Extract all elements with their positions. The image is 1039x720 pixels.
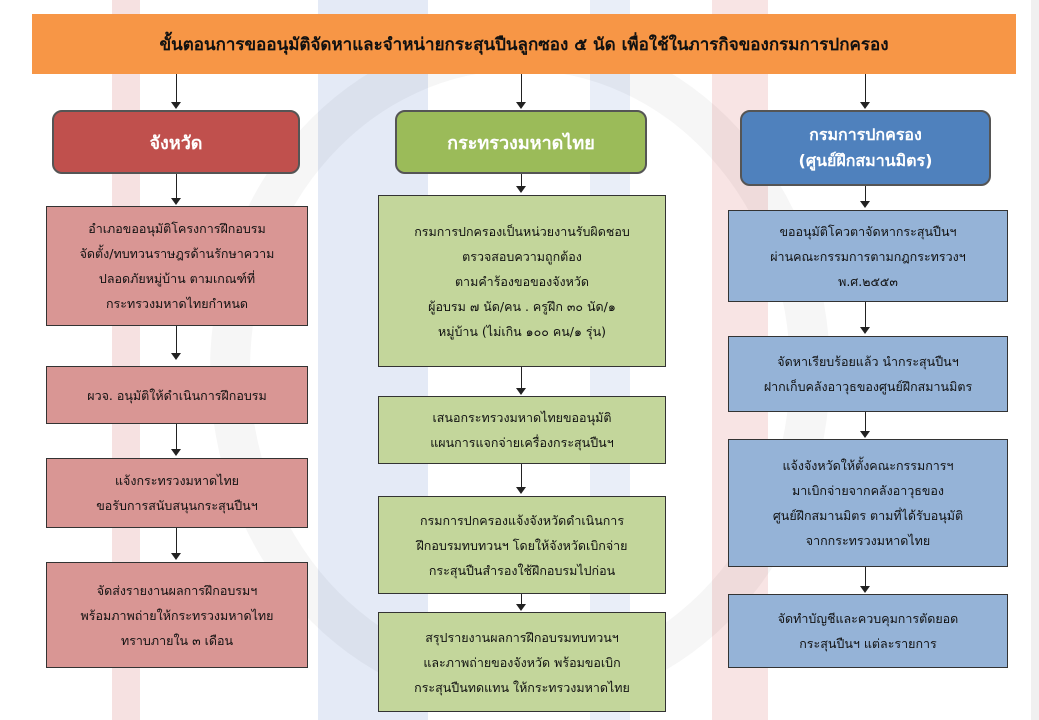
arrow-down-icon bbox=[860, 431, 870, 438]
province-step-3: แจ้งกระทรวงมหาดไทย ขอรับการสนับสนุนกระสุ… bbox=[46, 458, 308, 528]
connector bbox=[865, 74, 866, 104]
header-ministry: กระทรวงมหาดไทย bbox=[395, 110, 647, 174]
step-text: ฝากเก็บคลังอาวุธของศูนย์ฝึกสมานมิตร bbox=[763, 379, 973, 394]
step-text: เสนอกระทรวงมหาดไทยขออนุมัติ bbox=[432, 410, 612, 425]
connector bbox=[521, 174, 522, 188]
header-dopa-label-1: กรมการปกครอง bbox=[809, 125, 922, 144]
header-province-label: จังหวัด bbox=[149, 132, 203, 154]
connector bbox=[521, 367, 522, 389]
step-text: แจ้งจังหวัดให้ตั้งคณะกรรมการฯ bbox=[782, 458, 954, 473]
connector bbox=[176, 528, 177, 554]
header-dopa: กรมการปกครอง (ศูนย์ฝึกสมานมิตร) bbox=[740, 110, 991, 186]
step-text: กรมการปกครองแจ้งจังหวัดดำเนินการ bbox=[419, 512, 625, 528]
ministry-step-2: เสนอกระทรวงมหาดไทยขออนุมัติ แผนการแจกจ่า… bbox=[378, 396, 666, 464]
connector bbox=[865, 567, 866, 587]
right-edge bbox=[1031, 0, 1039, 720]
step-text: พ.ศ.๒๕๕๓ bbox=[838, 273, 898, 289]
connector bbox=[521, 594, 522, 606]
header-ministry-label: กระทรวงมหาดไทย bbox=[447, 132, 595, 154]
step-text: ผวจ. อนุมัติให้ดำเนินการฝึกอบรม bbox=[87, 387, 267, 403]
ministry-step-4: สรุปรายงานผลการฝึกอบรมทบทวนฯ และภาพถ่ายข… bbox=[378, 612, 666, 712]
step-text: ขออนุมัติโควตาจัดหากระสุนปืนฯ bbox=[779, 223, 957, 239]
step-text: และภาพถ่ายของจังหวัด พร้อมขอเบิก bbox=[423, 654, 621, 670]
connector bbox=[521, 464, 522, 488]
connector bbox=[865, 186, 866, 202]
arrow-down-icon bbox=[516, 102, 526, 109]
step-text: กระสุนปืนฯ แต่ละรายการ bbox=[799, 636, 937, 651]
step-text: อำเภอขออนุมัติโครงการฝึกอบรม bbox=[88, 221, 266, 236]
arrow-down-icon bbox=[860, 201, 870, 208]
header-dopa-label-2: (ศูนย์ฝึกสมานมิตร) bbox=[798, 151, 933, 170]
page-title: ขั้นตอนการขออนุมัติจัดหาและจำหน่ายกระสุน… bbox=[32, 14, 1016, 74]
header-province: จังหวัด bbox=[52, 110, 300, 174]
arrow-down-icon bbox=[860, 586, 870, 593]
connector bbox=[176, 174, 177, 198]
step-text: แผนการแจกจ่ายเครื่องกระสุนปืนฯ bbox=[430, 435, 614, 450]
step-text: จัดส่งรายงานผลการฝึกอบรมฯ bbox=[96, 582, 258, 598]
step-text: แจ้งกระทรวงมหาดไทย bbox=[114, 473, 240, 488]
province-step-2: ผวจ. อนุมัติให้ดำเนินการฝึกอบรม bbox=[46, 366, 308, 424]
step-text: จากกระทรวงมหาดไทย bbox=[805, 533, 931, 548]
dopa-step-3: แจ้งจังหวัดให้ตั้งคณะกรรมการฯ มาเบิกจ่าย… bbox=[728, 439, 1008, 567]
step-text: กรมการปกครองเป็นหน่วยงานรับผิดชอบ bbox=[414, 223, 630, 239]
dopa-step-4: จัดทำบัญชีและควบคุมการตัดยอด กระสุนปืนฯ … bbox=[728, 594, 1008, 668]
connector bbox=[176, 424, 177, 450]
ministry-step-3: กรมการปกครองแจ้งจังหวัดดำเนินการ ฝึกอบรม… bbox=[378, 496, 666, 594]
arrow-down-icon bbox=[171, 102, 181, 109]
step-text: พร้อมภาพถ่ายให้กระทรวงมหาดไทย bbox=[80, 607, 274, 623]
arrow-down-icon bbox=[516, 388, 526, 395]
step-text: ตรวจสอบความถูกต้อง bbox=[462, 248, 582, 264]
arrow-down-icon bbox=[171, 198, 181, 205]
step-text: มาเบิกจ่ายจากคลังอาวุธของ bbox=[791, 483, 945, 498]
step-text: กระทรวงมหาดไทยกำหนด bbox=[105, 296, 249, 311]
province-step-4: จัดส่งรายงานผลการฝึกอบรมฯ พร้อมภาพถ่ายให… bbox=[46, 562, 308, 668]
connector bbox=[865, 412, 866, 432]
arrow-down-icon bbox=[516, 186, 526, 193]
arrow-down-icon bbox=[171, 553, 181, 560]
step-text: ตามคำร้องขอของจังหวัด bbox=[454, 273, 590, 289]
step-text: กระสุนปืนทดแทน ให้กระทรวงมหาดไทย bbox=[414, 679, 630, 695]
arrow-down-icon bbox=[860, 102, 870, 109]
step-text: ศูนย์ฝึกสมานมิตร ตามที่ได้รับอนุมัติ bbox=[772, 508, 964, 523]
province-step-1: อำเภอขออนุมัติโครงการฝึกอบรม จัดตั้ง/ทบท… bbox=[46, 206, 308, 326]
arrow-down-icon bbox=[516, 604, 526, 611]
dopa-step-2: จัดหาเรียบร้อยแล้ว นำกระสุนปืนฯ ฝากเก็บค… bbox=[728, 336, 1008, 412]
connector bbox=[865, 302, 866, 328]
arrow-down-icon bbox=[171, 353, 181, 360]
connector bbox=[521, 74, 522, 104]
arrow-down-icon bbox=[860, 327, 870, 334]
step-text: ฝึกอบรมทบทวนฯ โดยให้จังหวัดเบิกจ่าย bbox=[416, 537, 628, 553]
step-text: ผู้อบรม ๗ นัด/คน . ครูฝึก ๓๐ นัด/๑ bbox=[428, 298, 616, 314]
connector bbox=[176, 326, 177, 354]
step-text: ปลอดภัยหมู่บ้าน ตามเกณฑ์ที่ bbox=[98, 271, 256, 286]
arrow-down-icon bbox=[171, 449, 181, 456]
dopa-step-1: ขออนุมัติโควตาจัดหากระสุนปืนฯ ผ่านคณะกรร… bbox=[728, 210, 1008, 302]
ministry-step-1: กรมการปกครองเป็นหน่วยงานรับผิดชอบ ตรวจสอ… bbox=[378, 195, 666, 367]
connector bbox=[176, 74, 177, 104]
step-text: ขอรับการสนับสนุนกระสุนปืนฯ bbox=[96, 498, 258, 513]
step-text: หมู่บ้าน (ไม่เกิน ๑๐๐ คน/๑ รุ่น) bbox=[437, 323, 607, 339]
arrow-down-icon bbox=[516, 487, 526, 494]
step-text: จัดตั้ง/ทบทวนราษฎรด้านรักษาความ bbox=[79, 246, 275, 261]
step-text: จัดหาเรียบร้อยแล้ว นำกระสุนปืนฯ bbox=[777, 354, 959, 369]
step-text: ผ่านคณะกรรมการตามกฎกระทรวงฯ bbox=[770, 248, 966, 264]
step-text: ทราบภายใน ๓ เดือน bbox=[120, 632, 234, 648]
step-text: สรุปรายงานผลการฝึกอบรมทบทวนฯ bbox=[425, 629, 619, 645]
step-text: จัดทำบัญชีและควบคุมการตัดยอด bbox=[777, 611, 959, 626]
step-text: กระสุนปืนสำรองใช้ฝึกอบรมไปก่อน bbox=[428, 562, 616, 578]
